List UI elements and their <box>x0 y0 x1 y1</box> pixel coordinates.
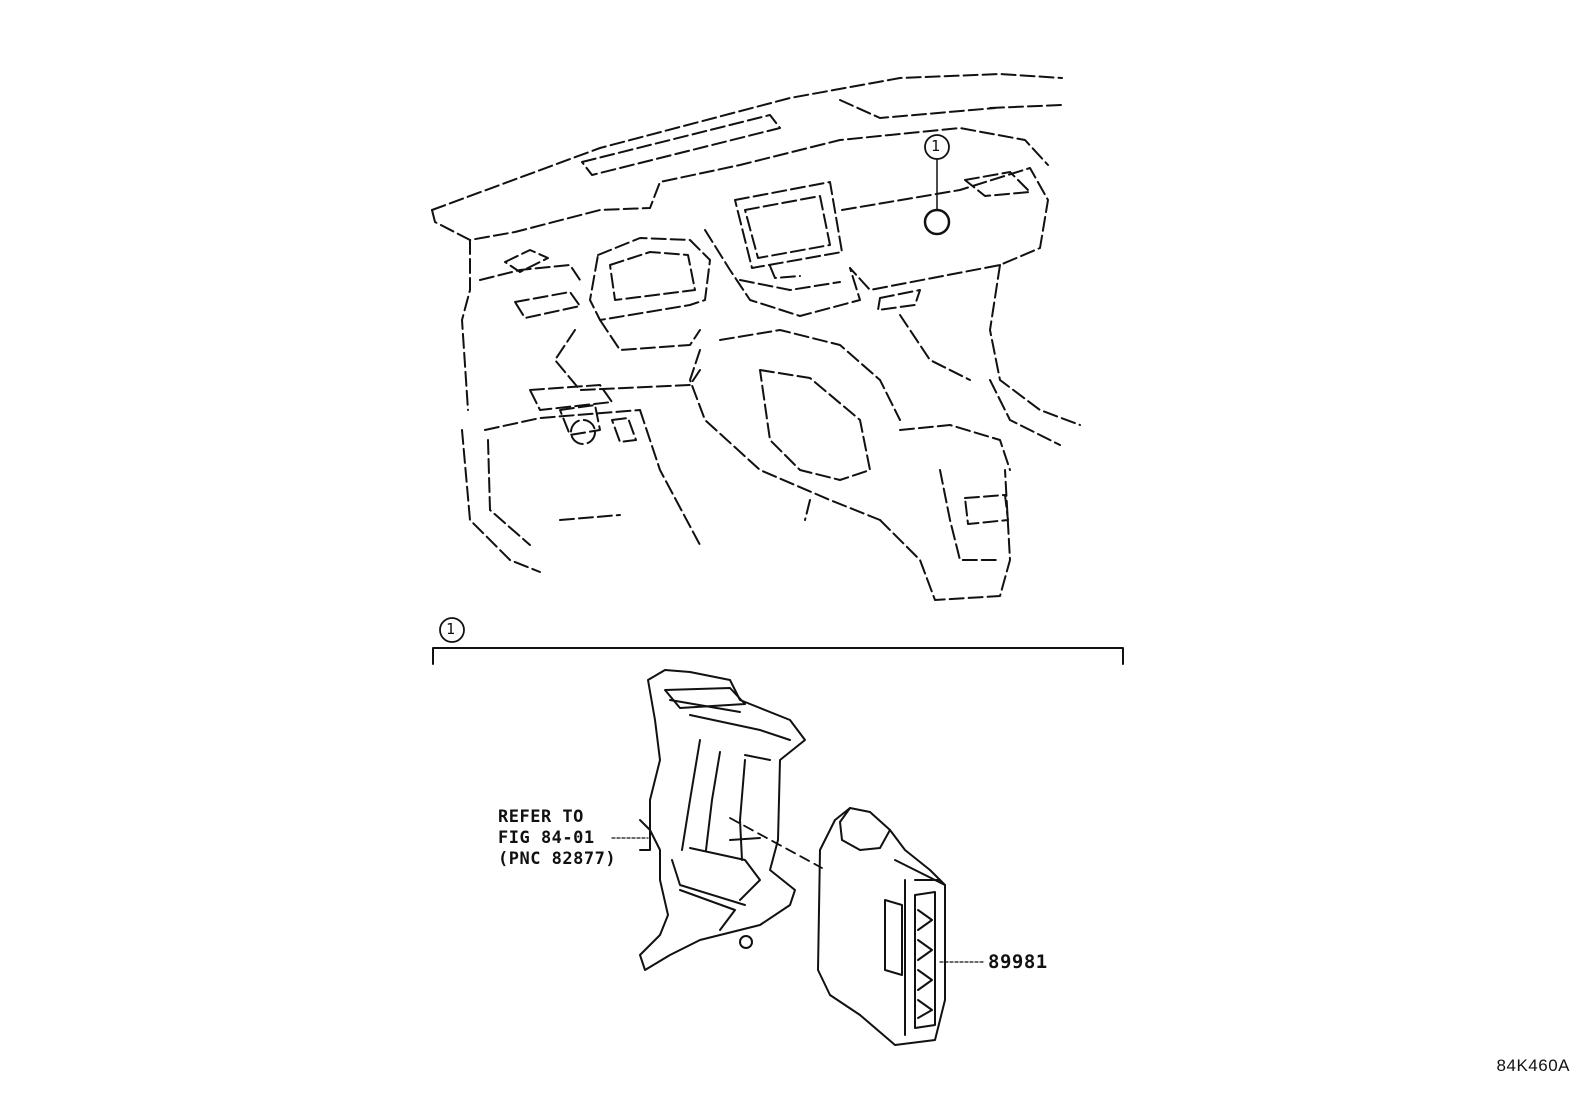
group-callout-number: 1 <box>446 620 456 638</box>
part-number-label: 89981 <box>988 951 1048 973</box>
refer-to-label: REFER TO <box>498 807 584 827</box>
mounting-bracket <box>639 669 806 971</box>
figure-code: 84K460A <box>1496 1056 1570 1075</box>
ecu-module <box>817 807 946 1046</box>
refer-pnc-label: (PNC 82877) <box>498 849 617 869</box>
group-bracket <box>432 617 1124 665</box>
top-callout <box>923 134 951 236</box>
refer-fig-label: FIG 84-01 <box>498 828 595 848</box>
top-callout-number: 1 <box>931 137 941 155</box>
dashboard-illustration <box>431 73 1081 601</box>
